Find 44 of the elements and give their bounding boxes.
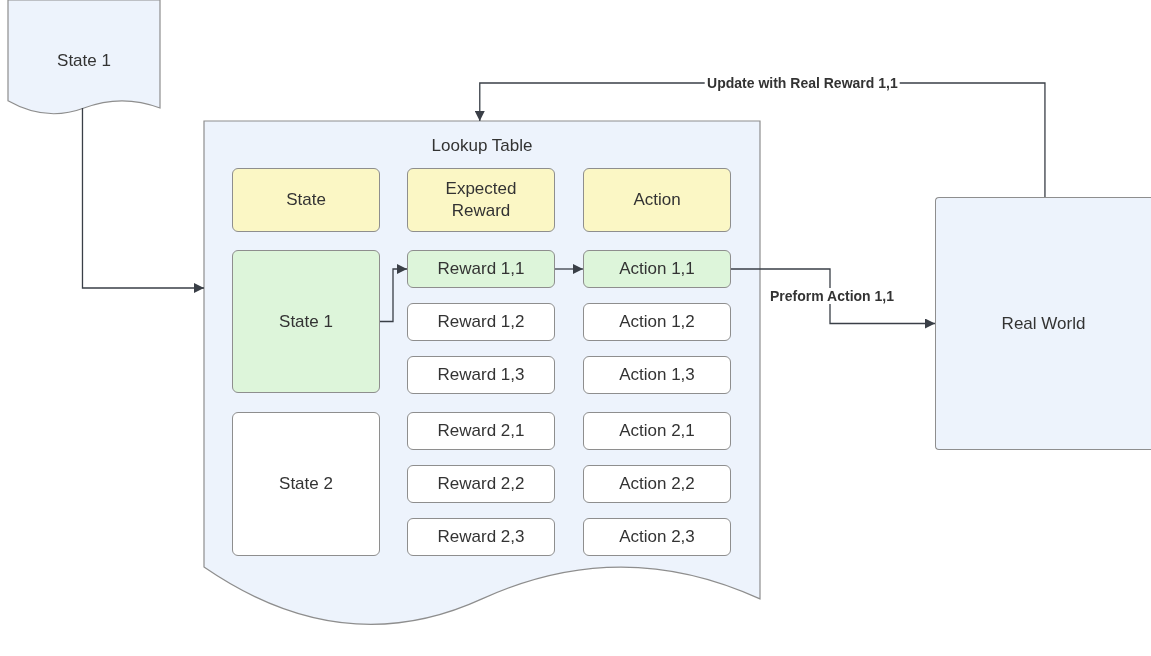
table-entry — [583, 465, 731, 503]
edge-label: Preform Action 1,1 — [768, 288, 896, 305]
table-entry — [583, 250, 731, 288]
shape-title: Lookup Table — [430, 135, 534, 157]
state-entry — [232, 412, 380, 556]
node-label: Reward 2,3 — [436, 526, 526, 548]
arrow — [730, 268, 936, 329]
node-label: Reward 1,1 — [436, 258, 526, 280]
node-label: Action 1,2 — [618, 311, 696, 333]
node-label: State — [285, 189, 327, 211]
node-label: State 2 — [278, 473, 334, 495]
process-box — [935, 197, 1151, 450]
table-entry — [583, 518, 731, 556]
table-entry — [407, 356, 555, 394]
node-label: Reward 1,2 — [436, 311, 526, 333]
arrow — [379, 264, 408, 323]
column-header — [232, 168, 380, 232]
table-entry — [407, 518, 555, 556]
column-header — [407, 168, 555, 232]
table-entry — [407, 250, 555, 288]
node-label: Action 1,3 — [618, 364, 696, 386]
node-label: Action 2,2 — [618, 473, 696, 495]
arrow — [554, 264, 584, 274]
table-entry — [407, 303, 555, 341]
column-header — [583, 168, 731, 232]
node-label: Expected Reward — [444, 178, 518, 222]
node-label: Reward 2,1 — [436, 420, 526, 442]
table-entry — [583, 412, 731, 450]
node-label: Reward 2,2 — [436, 473, 526, 495]
node-label: Reward 1,3 — [436, 364, 526, 386]
shape-title: State 1 — [56, 50, 112, 72]
node-label: State 1 — [278, 310, 334, 333]
table-entry — [407, 465, 555, 503]
node-label: Action 2,3 — [618, 526, 696, 548]
node-label: Action — [632, 189, 682, 211]
node-label: Action 2,1 — [618, 420, 696, 442]
table-entry — [583, 356, 731, 394]
table-entry — [583, 303, 731, 341]
edge-label: Update with Real Reward 1,1 — [705, 75, 900, 91]
arrow — [81, 107, 205, 293]
state-entry — [232, 250, 380, 393]
table-entry — [407, 412, 555, 450]
node-label: Action 1,1 — [618, 258, 696, 280]
node-label: Real World — [1000, 312, 1087, 335]
